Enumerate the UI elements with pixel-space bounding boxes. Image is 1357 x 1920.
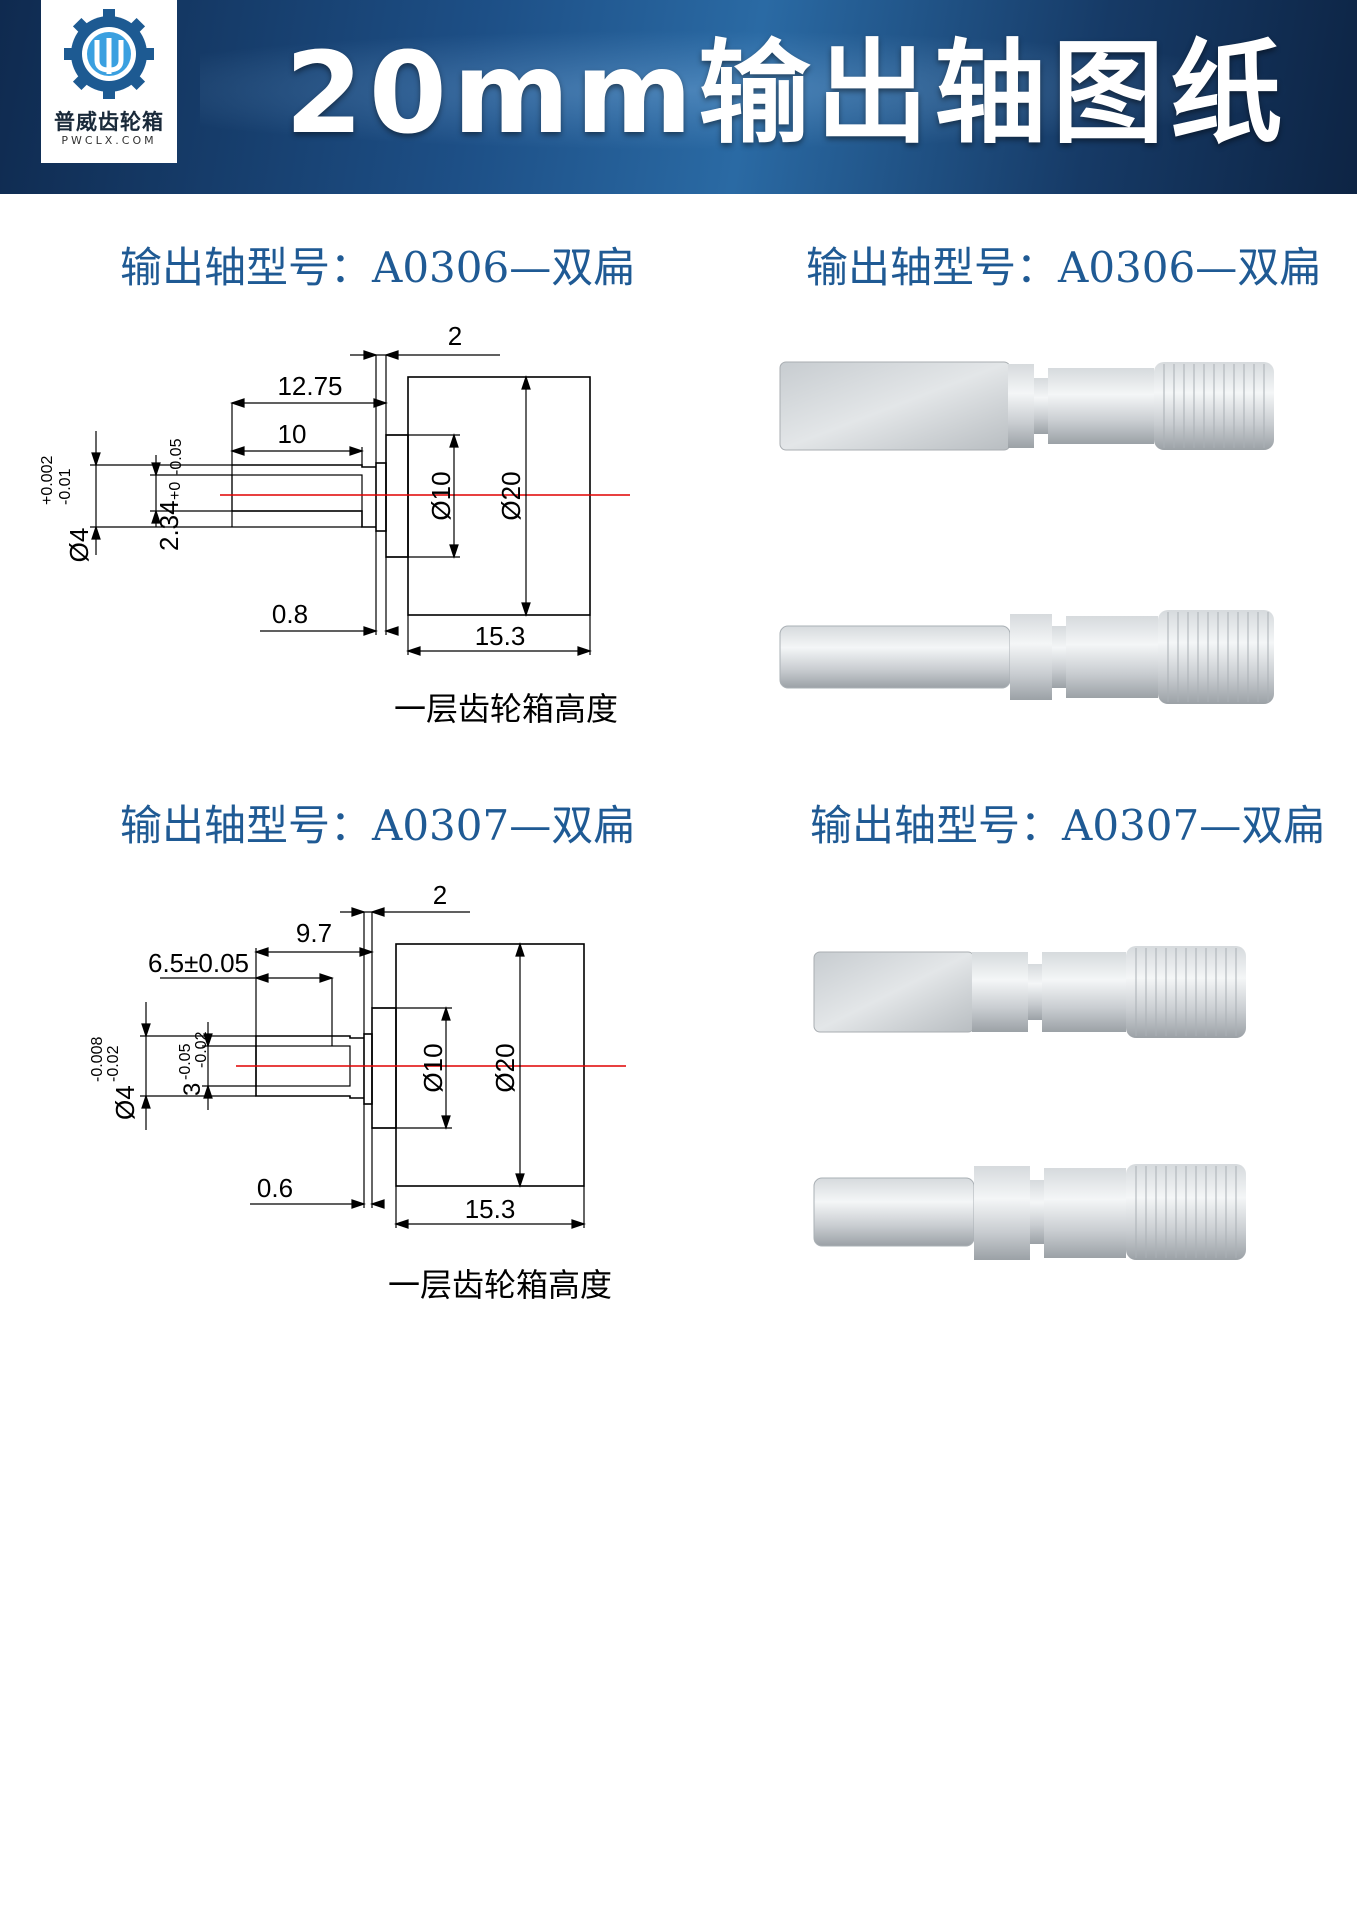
dim-flat: 3 bbox=[179, 1083, 206, 1096]
dim-shaft-tol-lower: -0.02 bbox=[105, 1045, 122, 1082]
photo-title-a0306: 输出轴型号：A0306—双扁 bbox=[806, 243, 1322, 292]
shoulder bbox=[375, 462, 387, 532]
dim-flat-tol-lower: -0.05 bbox=[168, 438, 185, 475]
dim-len-total: 12.75 bbox=[277, 371, 342, 401]
drawing-title-a0306: 输出轴型号：A0306—双扁 bbox=[120, 243, 636, 292]
shaft-photo-a0307-side-view bbox=[813, 1164, 1246, 1260]
shaft-photo-a0306-flat-view bbox=[779, 361, 1274, 451]
hub bbox=[385, 434, 409, 558]
header-light-streak bbox=[200, 20, 1357, 160]
dim-flat: 2.34 bbox=[154, 500, 184, 551]
dim-shaft-dia: Ø4 bbox=[110, 1085, 140, 1120]
technical-drawing-a0307: 2 9.7 6.5±0.05 0.6 15.3 Ø10 Ø20 Ø4 -0.02… bbox=[89, 880, 626, 1229]
technical-drawing-a0306: 2 12.75 10 0.8 15.3 Ø10 Ø20 Ø4 -0.01 +0.… bbox=[39, 321, 630, 656]
shaft-outline bbox=[255, 1035, 364, 1099]
dim-flat-tol-upper: -0.05 bbox=[177, 1043, 194, 1080]
page-title: 20mm输出轴图纸 bbox=[285, 29, 1289, 159]
dim-hub-dia: Ø10 bbox=[418, 1043, 448, 1092]
shaft-outline bbox=[232, 464, 376, 528]
header-banner: 普威齿轮箱 PWCLX.COM 20mm输出轴图纸 bbox=[0, 0, 1357, 194]
logo: 普威齿轮箱 PWCLX.COM bbox=[41, 0, 177, 163]
hub bbox=[371, 1007, 397, 1129]
dim-len-flat: 6.5±0.05 bbox=[148, 948, 249, 978]
shoulder bbox=[363, 1033, 373, 1105]
dim-gap: 0.8 bbox=[272, 599, 308, 629]
caption-a0307: 一层齿轮箱高度 bbox=[388, 1266, 613, 1304]
dim-flat-tol-lower: -0.02 bbox=[193, 1031, 210, 1068]
logo-url: PWCLX.COM bbox=[61, 134, 157, 147]
dim-body-dia: Ø20 bbox=[496, 471, 526, 520]
dim-shaft-dia: Ø4 bbox=[64, 528, 94, 563]
photo-title-a0307: 输出轴型号：A0307—双扁 bbox=[810, 801, 1326, 850]
dim-shaft-tol-upper: +0.002 bbox=[39, 456, 56, 505]
shaft-photo-a0306-side-view bbox=[779, 610, 1274, 704]
dim-hub-dia: Ø10 bbox=[426, 471, 456, 520]
dim-shaft-tol-lower: -0.01 bbox=[57, 468, 74, 505]
dim-body-len: 15.3 bbox=[465, 1194, 516, 1224]
dim-shoulder: 2 bbox=[448, 321, 462, 351]
logo-name: 普威齿轮箱 bbox=[54, 110, 164, 134]
drawing-title-a0307: 输出轴型号：A0307—双扁 bbox=[120, 801, 636, 850]
shaft-photo-a0307-flat-view bbox=[813, 946, 1246, 1038]
dim-shoulder: 2 bbox=[433, 880, 447, 910]
dim-body-len: 15.3 bbox=[475, 621, 526, 651]
dim-shaft-tol-upper: -0.008 bbox=[89, 1037, 106, 1082]
gear-logo-icon bbox=[64, 9, 154, 99]
caption-a0306: 一层齿轮箱高度 bbox=[394, 690, 619, 728]
dim-len-flat: 10 bbox=[278, 419, 307, 449]
dim-body-dia: Ø20 bbox=[490, 1043, 520, 1092]
dim-flat-tol-upper: +0 bbox=[167, 482, 184, 500]
dim-len-total: 9.7 bbox=[296, 918, 332, 948]
dim-gap: 0.6 bbox=[257, 1173, 293, 1203]
